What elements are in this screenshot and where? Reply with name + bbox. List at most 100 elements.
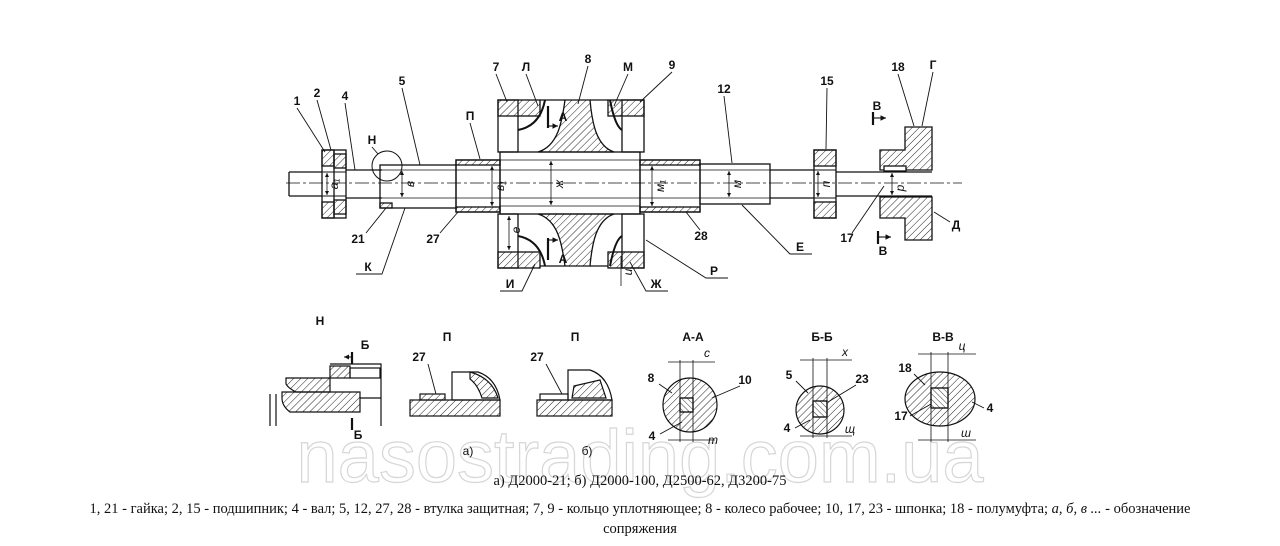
callout-g: Г (930, 58, 937, 72)
dim-r: р (893, 184, 907, 192)
detail-titles: Н П П А-А Б-Б В-В (316, 314, 954, 344)
section-label-a-top: А (559, 110, 568, 124)
section-a-a (658, 360, 741, 442)
dim-shch: щ (845, 422, 855, 436)
callout-zh: Ж (650, 277, 662, 291)
caption-legend: 1, 21 - гайка; 2, 15 - подшипник; 4 - ва… (0, 501, 1280, 518)
dim-kh: х (841, 345, 849, 359)
coupling-18 (879, 126, 933, 241)
callout-4: 4 (342, 89, 349, 103)
impeller-8 (517, 99, 623, 267)
callout-12: 12 (717, 82, 731, 96)
section-callout-10: 10 (738, 373, 752, 387)
callout-21: 21 (351, 232, 365, 246)
section-title-v-v: В-В (932, 330, 954, 344)
dim-i: и (621, 268, 635, 275)
shaft (288, 169, 932, 199)
detail-views (269, 352, 985, 442)
callout-8: 8 (585, 52, 592, 66)
section-v-v (904, 352, 985, 442)
detail-title-p-b: П (571, 330, 580, 344)
section-callout-17: 17 (894, 409, 908, 423)
dim-e: е (509, 226, 523, 233)
sleeve-28 (639, 159, 701, 213)
callout-r: Р (710, 264, 718, 278)
section-callout-4-aa: 4 (649, 429, 656, 443)
detail-p-a (409, 363, 501, 417)
caption-models: а) Д2000-21; б) Д2000-100, Д2500-62, Д32… (493, 473, 787, 489)
wear-ring-9 (607, 99, 645, 286)
detail-n (269, 352, 382, 430)
callout-5: 5 (399, 74, 406, 88)
section-callout-23: 23 (855, 372, 869, 386)
callout-d: Д (952, 218, 961, 232)
detail-callout-27-a: 27 (412, 350, 426, 364)
main-dimension-labels: а₁ в в₁ е ж м₁ м п р и (327, 179, 907, 276)
callout-7: 7 (493, 60, 500, 74)
section-label-b-top: Б (361, 338, 370, 352)
main-labels: 1 2 4 5 Н 7 Л 8 М 9 12 15 18 Г В П А 21 … (294, 52, 961, 291)
wear-ring-7 (497, 99, 541, 269)
sleeve-5 (379, 164, 457, 209)
leader-lines (296, 65, 951, 292)
section-label-v-bottom: В (879, 244, 888, 258)
detail-p-b (536, 363, 613, 417)
section-callout-4-bb: 4 (784, 421, 791, 435)
callout-9: 9 (669, 58, 676, 72)
section-markers (546, 106, 891, 260)
caption-legend-text: 1, 21 - гайка; 2, 15 - подшипник; 4 - ва… (89, 501, 1049, 517)
callout-1: 1 (294, 94, 301, 108)
section-label-a-bottom: А (559, 252, 568, 266)
callout-k: К (364, 260, 372, 274)
nut-and-bearing-left (321, 149, 347, 219)
detail-labels: Б Б 27 27 8 10 4 5 23 4 18 17 4 с т х щ … (354, 338, 994, 458)
variant-label-b: б) (582, 444, 593, 458)
callout-27: 27 (426, 232, 440, 246)
section-callout-18: 18 (898, 361, 912, 375)
dim-p: п (819, 180, 833, 187)
section-callout-8: 8 (648, 371, 655, 385)
callout-15: 15 (820, 74, 834, 88)
caption-legend-tail: - обозначение (1105, 501, 1191, 517)
dim-zh: ж (552, 179, 566, 189)
detail-title-n: Н (316, 314, 325, 328)
callout-18: 18 (891, 60, 905, 74)
detail-circle-n (371, 150, 403, 182)
callout-detail-p: П (466, 109, 475, 123)
dim-v1: в₁ (493, 181, 507, 191)
callout-e: Е (796, 240, 804, 254)
callout-2: 2 (314, 86, 321, 100)
watermark: nasostrading.com.ua (297, 415, 985, 498)
dim-m: м (730, 180, 744, 188)
detail-title-p-a: П (443, 330, 452, 344)
dim-s: с (704, 346, 710, 360)
bearing-15 (813, 149, 837, 219)
callout-17: 17 (840, 231, 854, 245)
sleeve-12 (699, 163, 771, 205)
variant-label-a: а) (463, 444, 474, 458)
detail-callout-27-b: 27 (530, 350, 544, 364)
callout-l: Л (522, 60, 530, 74)
callout-i: И (506, 277, 515, 291)
callout-m: М (623, 60, 633, 74)
caption-legend-italic: а, б, в ... (1051, 501, 1102, 517)
dim-a1: а₁ (327, 179, 341, 190)
section-title-b-b: Б-Б (811, 330, 833, 344)
callout-28: 28 (694, 229, 708, 243)
callout-detail-n: Н (368, 133, 377, 147)
dim-t: т (708, 433, 718, 447)
dim-v: в (403, 181, 417, 187)
dim-sh: ш (961, 426, 971, 440)
caption-legend-wrap: сопряжения (603, 521, 677, 537)
dim-m1: м₁ (653, 180, 667, 192)
dim-ts: ц (959, 339, 966, 353)
main-view (286, 65, 962, 292)
section-callout-4-vv: 4 (987, 401, 994, 415)
section-callout-5: 5 (786, 368, 793, 382)
section-title-a-a: А-А (682, 330, 704, 344)
section-label-v-top: В (873, 99, 882, 113)
section-b-b (794, 358, 857, 438)
section-label-b-bottom: Б (354, 428, 363, 442)
